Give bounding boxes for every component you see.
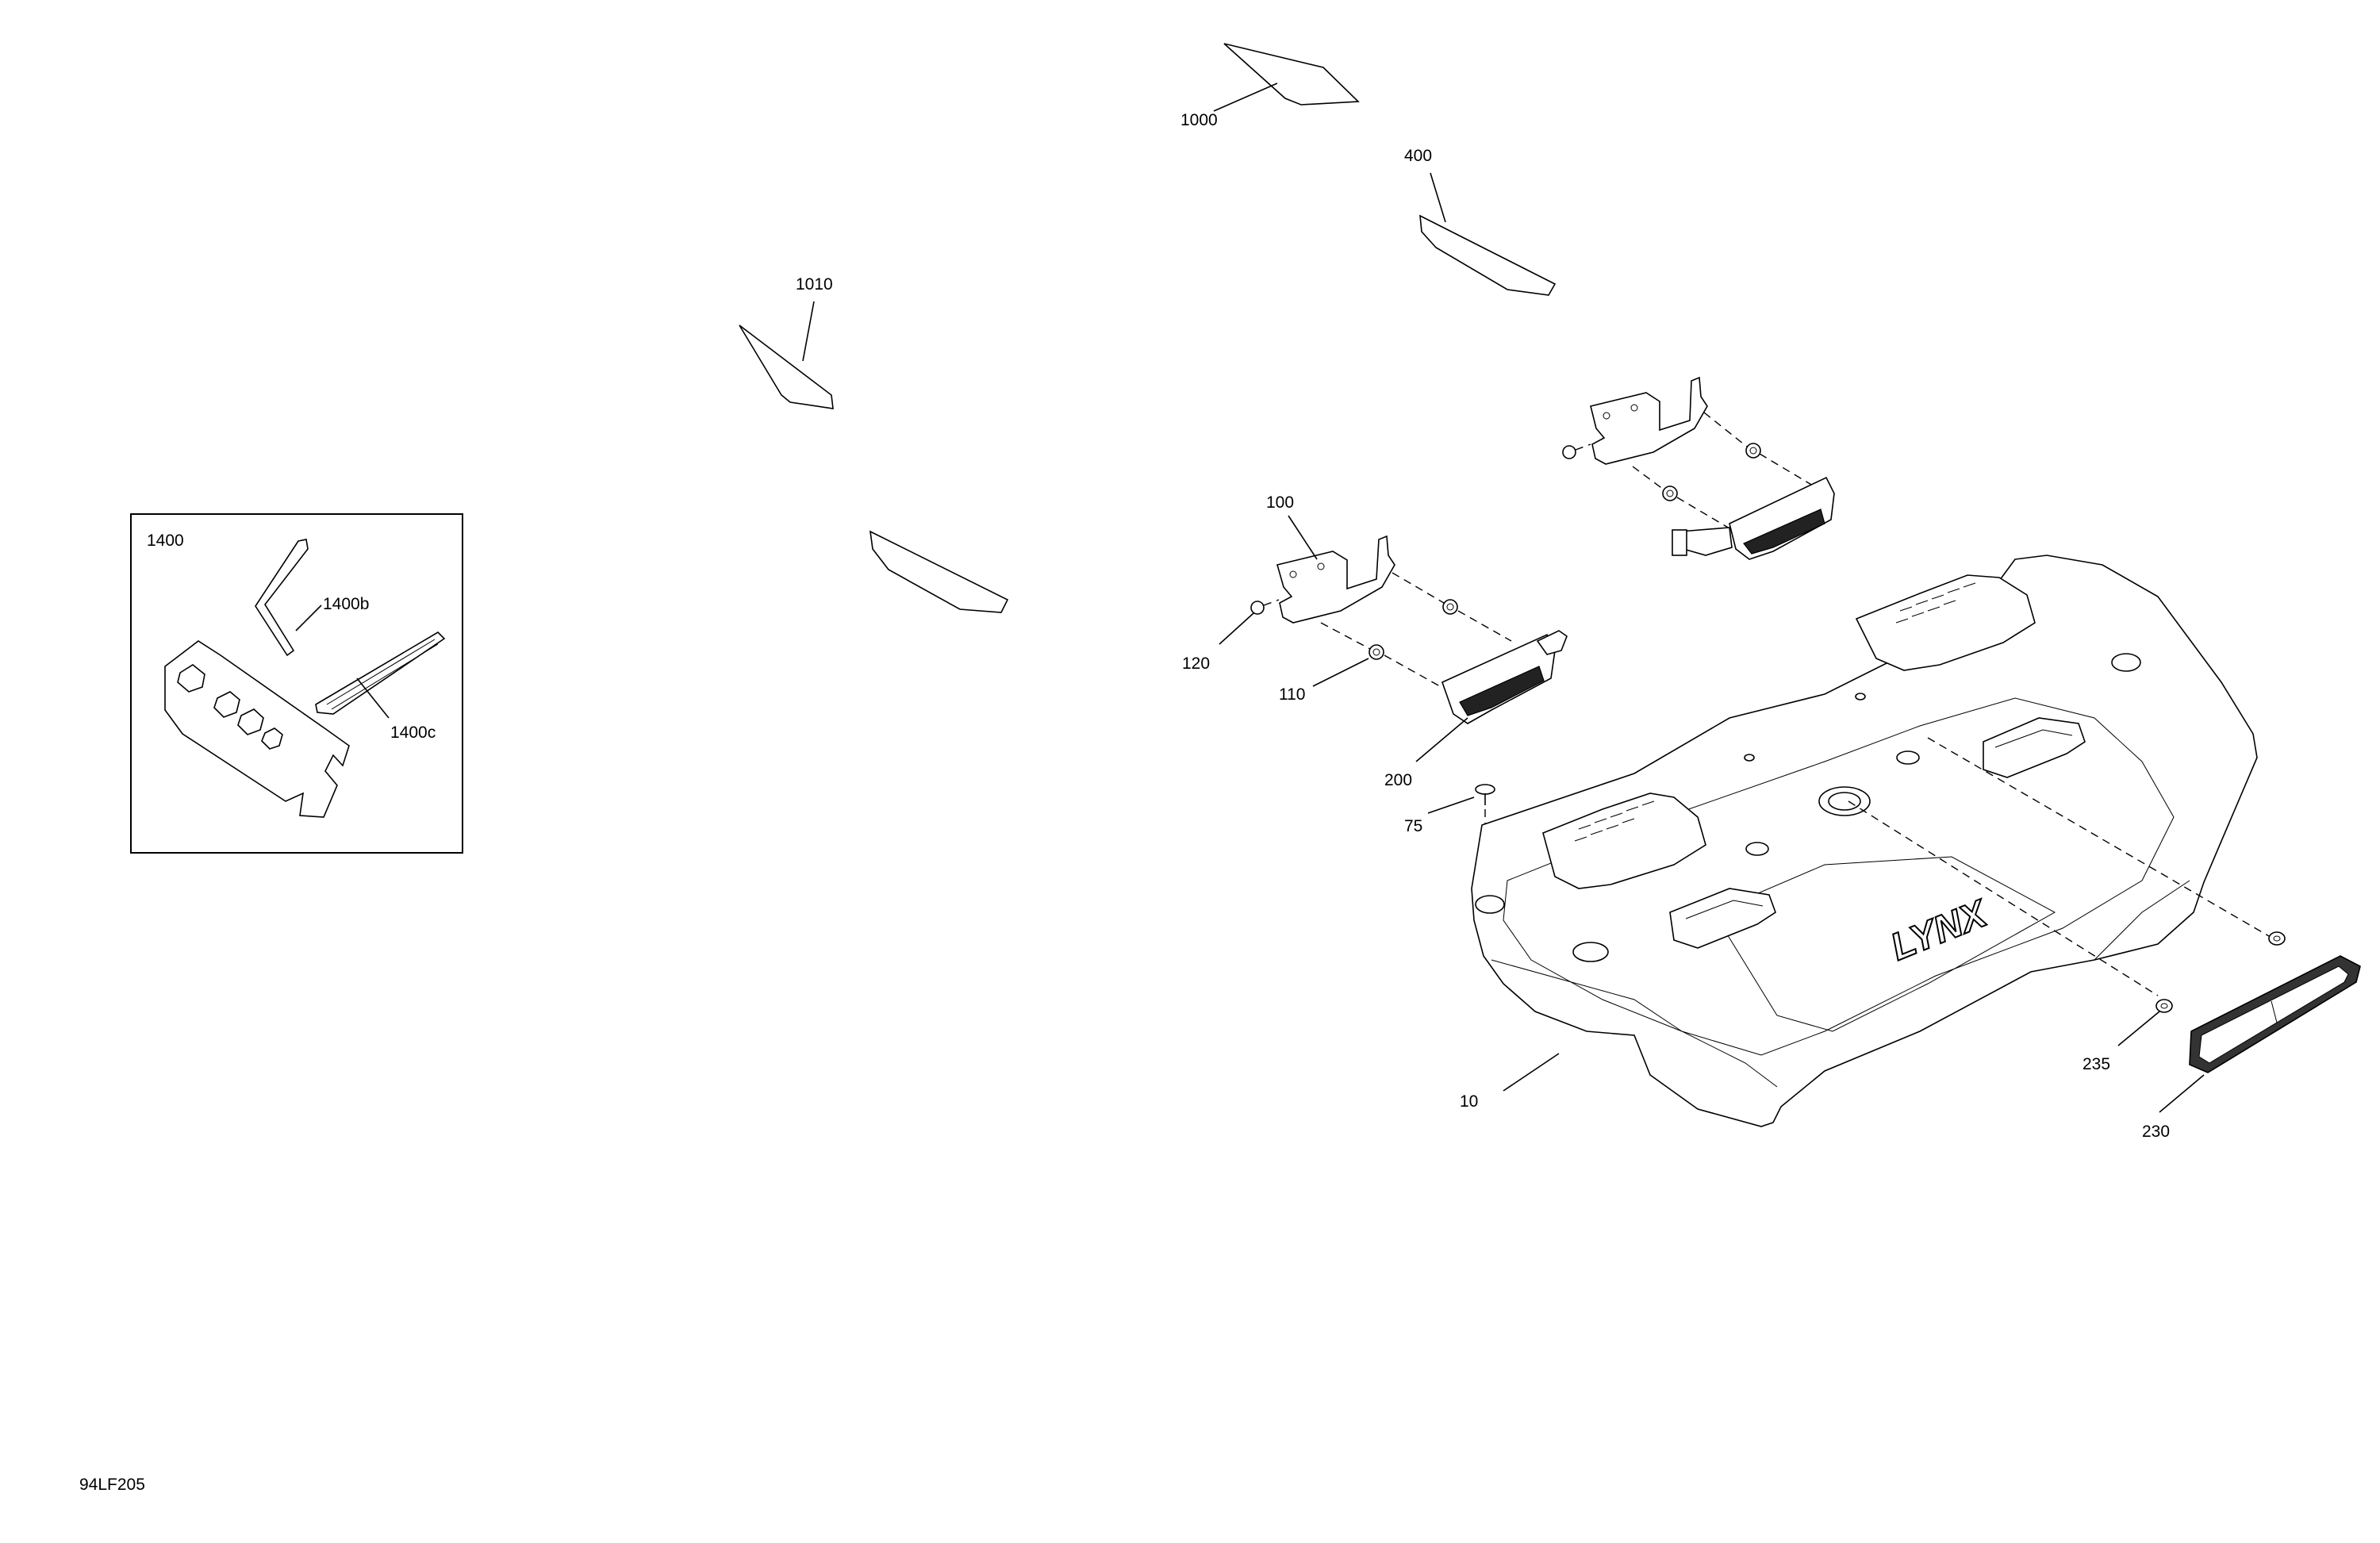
nuts-right — [1632, 412, 1814, 529]
spanner-wrench — [164, 640, 350, 818]
light-right — [1672, 476, 1835, 560]
tool-kit-box-1400: 1400 1400b 1400c — [130, 513, 463, 854]
callout-120: 120 — [1182, 654, 1210, 673]
bracket-100-left: 100 — [1266, 493, 1395, 624]
decal-unlabeled — [869, 530, 1009, 613]
bracket-right — [1562, 376, 1708, 465]
callout-100: 100 — [1266, 493, 1294, 512]
decal-400: 400 — [1404, 147, 1557, 296]
reflector-230: 230 — [2142, 955, 2361, 1141]
callout-400: 400 — [1404, 147, 1432, 165]
callout-1010: 1010 — [796, 275, 833, 294]
washer-235: 235 — [2082, 931, 2286, 1073]
callout-235: 235 — [2082, 1055, 2110, 1073]
callout-1400: 1400 — [147, 532, 184, 550]
callout-1400c: 1400c — [390, 724, 436, 742]
screwdriver-1400c: 1400c — [315, 631, 446, 742]
callout-10: 10 — [1460, 1092, 1478, 1111]
allen-key-1400b: 1400b — [255, 539, 369, 657]
screw-120: 120 — [1182, 599, 1280, 673]
decal-1010: 1010 — [739, 275, 834, 409]
screw-75: 75 — [1404, 784, 1495, 889]
callout-110: 110 — [1279, 685, 1305, 704]
nut-110-left: 110 — [1279, 572, 1512, 704]
light-200-left: 200 — [1384, 630, 1568, 789]
console-body-10: LYNX 10 — [1460, 555, 2258, 1127]
decal-1000: 1000 — [1180, 43, 1360, 129]
callout-200: 200 — [1384, 771, 1412, 789]
callout-1400b: 1400b — [323, 595, 369, 613]
callout-230: 230 — [2142, 1123, 2170, 1141]
callout-1000: 1000 — [1180, 111, 1218, 129]
drawing-id: 94LF205 — [79, 1476, 145, 1494]
callout-75: 75 — [1404, 817, 1422, 835]
